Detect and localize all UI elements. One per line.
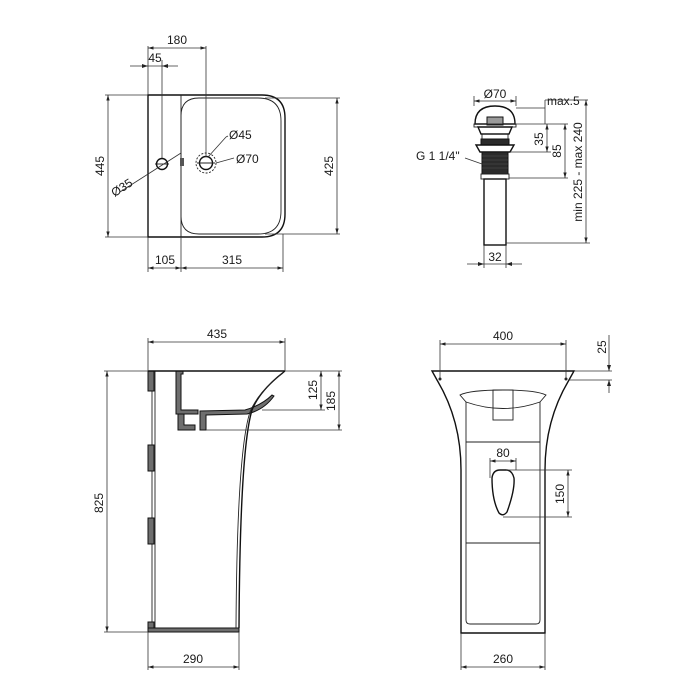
dim-dia-45: Ø45 (229, 128, 252, 142)
dim-45: 45 (148, 51, 162, 65)
dim-290: 290 (183, 652, 203, 666)
dim-260: 260 (493, 652, 513, 666)
dim-185: 185 (324, 391, 338, 411)
dim-125: 125 (306, 380, 320, 400)
dim-180: 180 (167, 33, 187, 47)
basin-top-outline (147, 94, 286, 238)
dim-825: 825 (92, 493, 106, 513)
dim-315: 315 (222, 253, 242, 267)
dim-150: 150 (553, 484, 567, 504)
dim-80: 80 (496, 446, 510, 460)
dim-105: 105 (155, 253, 175, 267)
drain-view: Ø70 max.5 35 85 min 225 - max 240 G 1 1/… (416, 87, 590, 268)
bowl-section (199, 394, 275, 431)
dim-total-length: min 225 - max 240 (571, 122, 585, 222)
bowl-inner-outline (180, 97, 282, 235)
pedestal-base (147, 627, 240, 633)
drain-pipe (483, 178, 507, 246)
drain-stem (486, 116, 504, 126)
side-view: 435 125 185 825 290 (92, 327, 342, 670)
dim-400: 400 (493, 329, 513, 343)
dim-dia-35: Ø35 (108, 175, 135, 199)
dim-35: 35 (532, 132, 546, 146)
drain-thread (481, 151, 509, 175)
front-view: 400 25 80 150 260 (430, 329, 612, 670)
dim-445: 445 (93, 156, 107, 176)
dim-425: 425 (322, 156, 336, 176)
top-view: 180 45 Ø35 Ø45 Ø70 445 425 105 315 (93, 33, 340, 272)
dim-32: 32 (488, 250, 502, 264)
dim-85: 85 (550, 144, 564, 158)
thread-label: G 1 1/4" (416, 149, 460, 163)
dim-max-5: max.5 (547, 94, 580, 108)
rear-opening (491, 469, 515, 516)
dim-cap-dia-70: Ø70 (484, 87, 507, 101)
drain-cap (474, 105, 516, 125)
overflow-slot (180, 158, 184, 166)
dim-25: 25 (595, 340, 609, 354)
dim-435: 435 (207, 327, 227, 341)
dim-dia-70: Ø70 (236, 152, 259, 166)
